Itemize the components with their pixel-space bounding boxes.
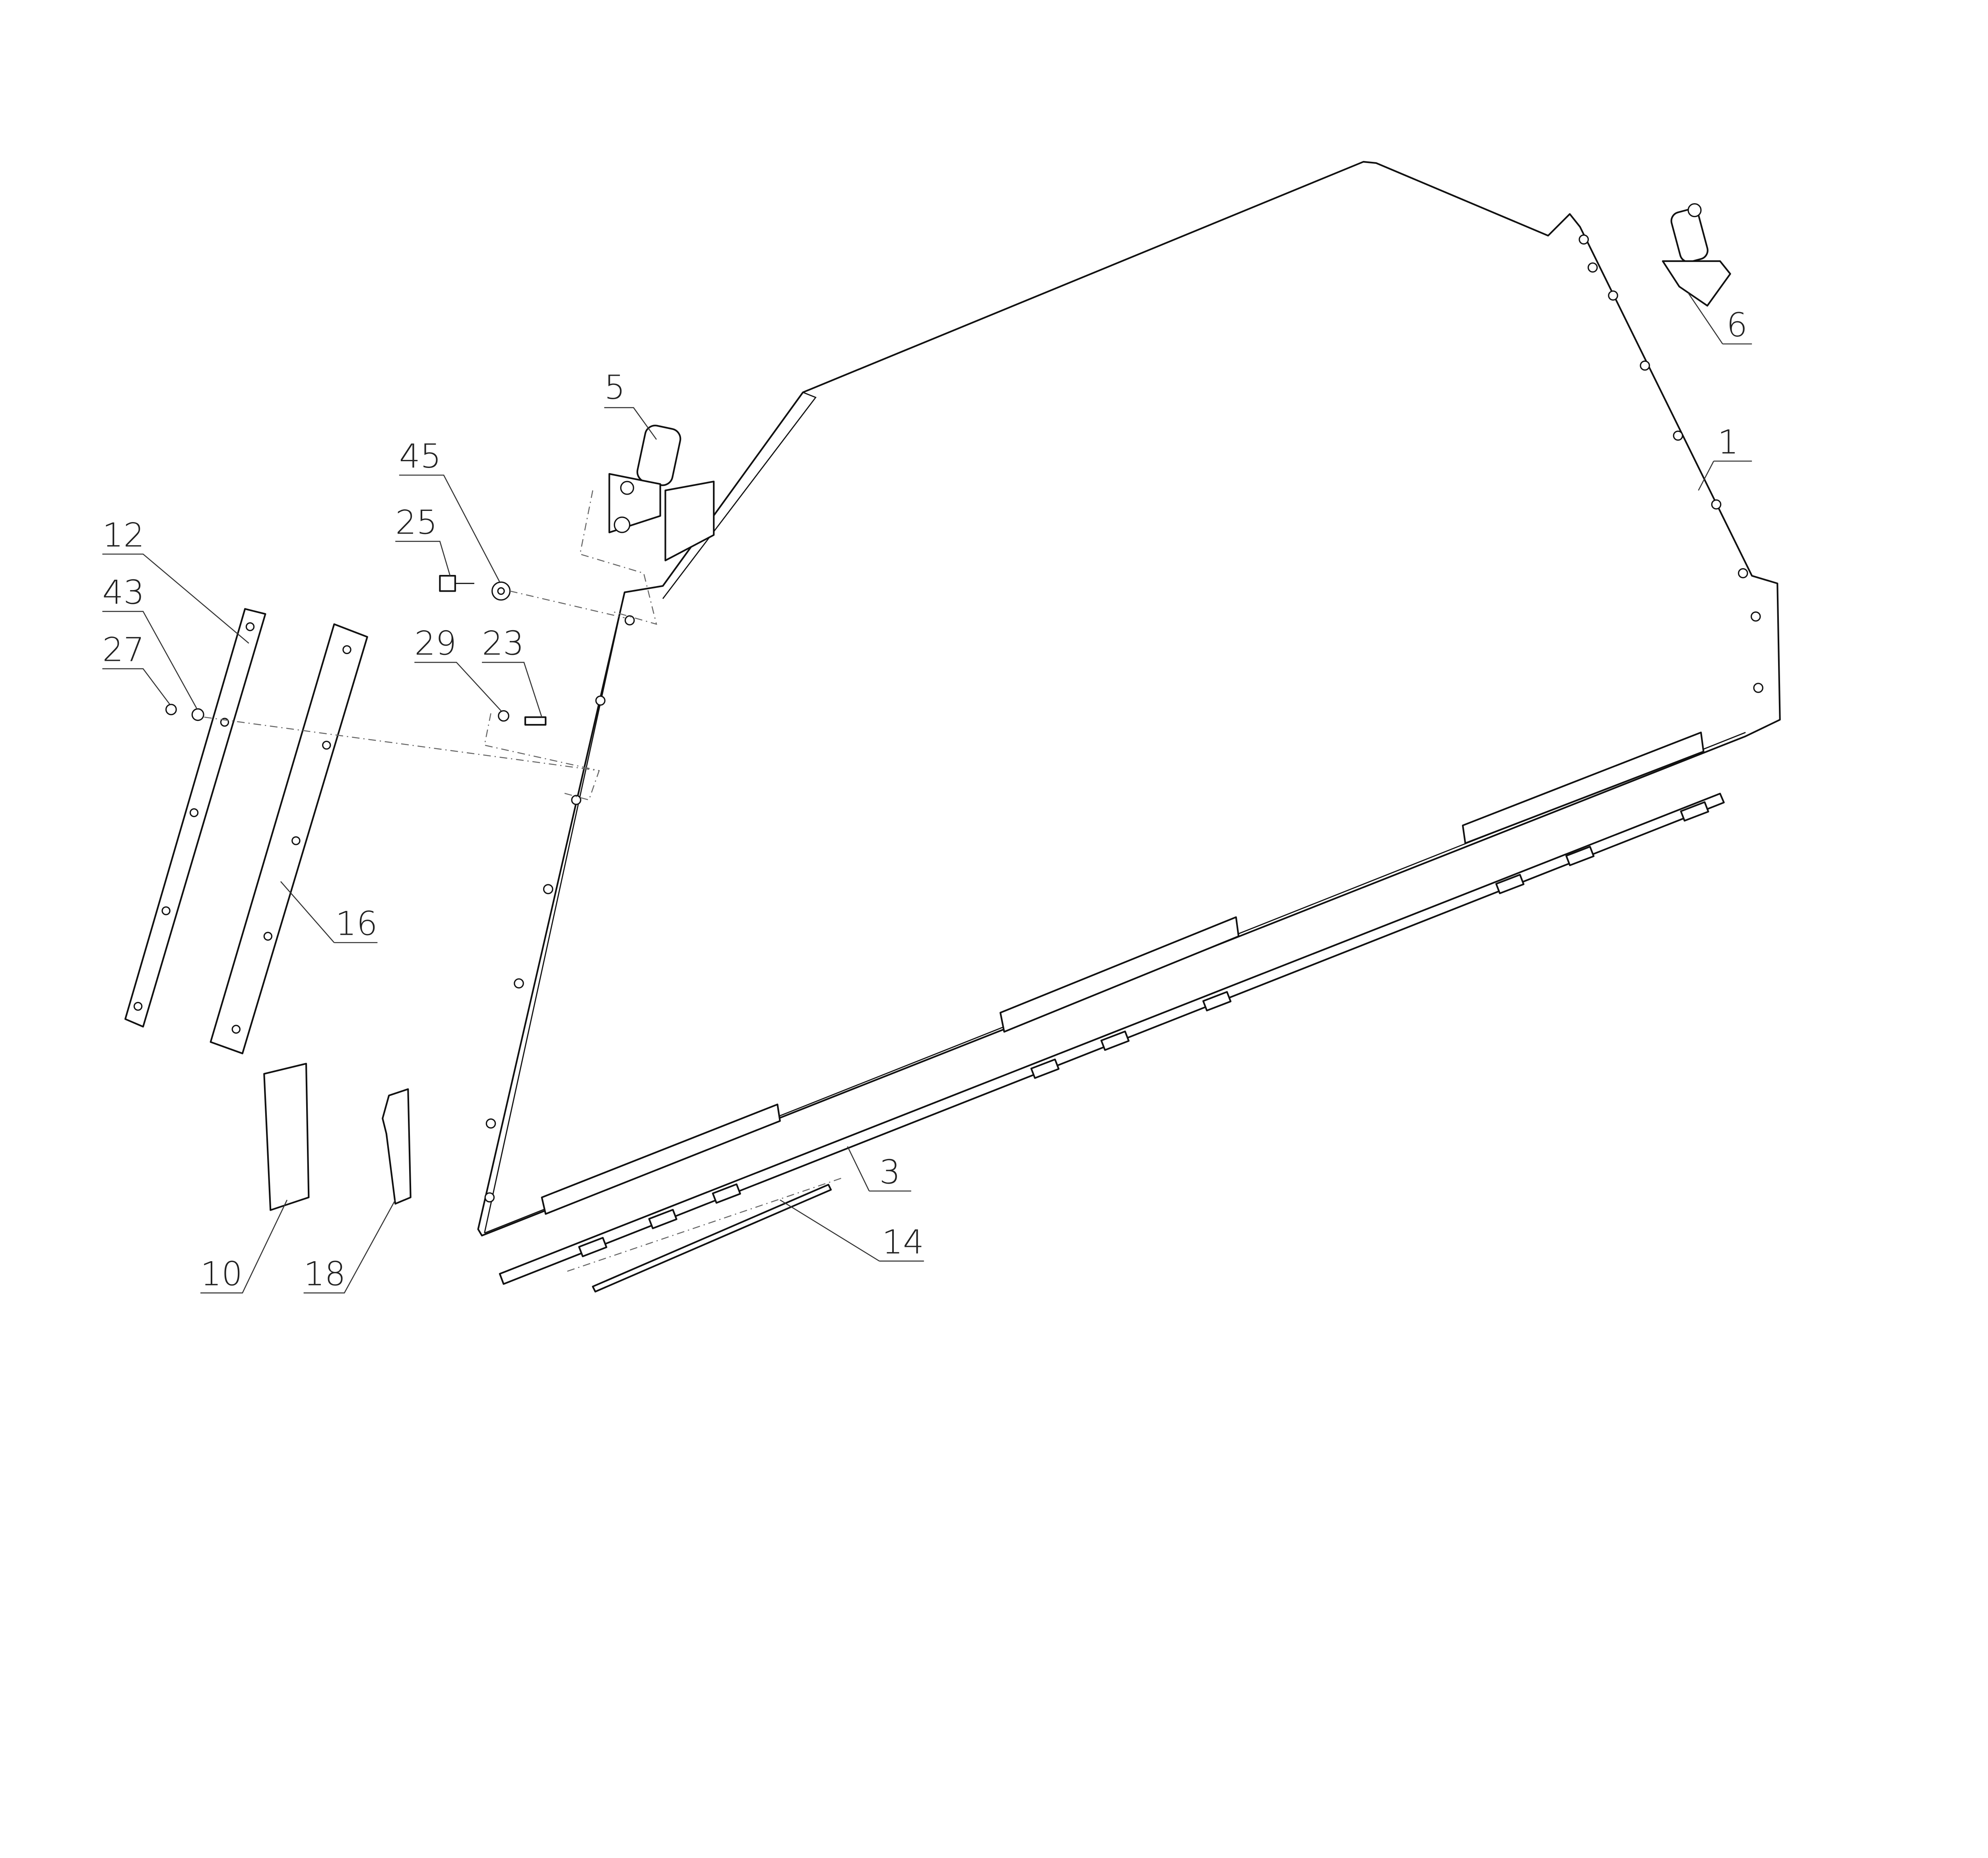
callout-label: 45	[399, 437, 441, 476]
exploded-assembly-drawing: 1 3 5 6 10 12 14 16 18 23 25 27 29 43 45	[102, 161, 1781, 1294]
side-panel-part-1	[477, 161, 1781, 1237]
callout-1: 1	[1698, 423, 1752, 491]
callout-label: 12	[102, 516, 144, 554]
callout-23: 23	[482, 624, 542, 718]
panel-fastener-holes	[484, 234, 1764, 1203]
plate-part-18	[382, 1088, 412, 1205]
callout-label: 18	[304, 1255, 346, 1293]
callout-16: 16	[280, 881, 378, 944]
callout-27: 27	[102, 631, 171, 705]
callout-label: 16	[336, 905, 378, 943]
callout-45: 45	[399, 437, 501, 582]
callout-29: 29	[414, 624, 502, 711]
callout-43: 43	[102, 573, 197, 709]
callout-5: 5	[604, 368, 657, 440]
callout-label: 14	[882, 1223, 924, 1261]
callout-6: 6	[1687, 293, 1752, 345]
nut-29	[498, 710, 509, 722]
callout-label: 5	[604, 368, 625, 407]
plate-part-10	[263, 1063, 310, 1211]
callout-25: 25	[395, 503, 451, 576]
bolt-25	[439, 575, 456, 592]
callout-label: 25	[395, 503, 437, 542]
callout-10: 10	[200, 1200, 288, 1294]
strip-part-16	[210, 623, 368, 1054]
roller-bracket-part-5	[579, 425, 715, 625]
callout-label: 27	[102, 631, 144, 669]
callout-label: 43	[102, 573, 144, 612]
rod-part-14	[592, 1184, 832, 1293]
fasteners	[165, 575, 625, 771]
callout-label: 10	[200, 1255, 243, 1293]
strip-part-12	[124, 608, 266, 1028]
callout-label: 1	[1718, 423, 1739, 462]
callout-12: 12	[102, 516, 249, 644]
callout-14: 14	[780, 1199, 924, 1262]
washer-43	[191, 708, 204, 721]
nut-27	[165, 704, 177, 715]
roller-bracket-part-6	[1662, 203, 1731, 307]
hinge-brackets	[541, 732, 1705, 1215]
callout-label: 23	[482, 624, 524, 663]
callout-label: 6	[1726, 306, 1747, 344]
callout-3: 3	[847, 1146, 911, 1192]
callout-18: 18	[303, 1200, 396, 1294]
callout-label: 3	[879, 1153, 901, 1191]
bolt-23	[524, 716, 547, 726]
hinge-bar-part-3	[499, 792, 1725, 1285]
callout-label: 29	[414, 624, 456, 663]
